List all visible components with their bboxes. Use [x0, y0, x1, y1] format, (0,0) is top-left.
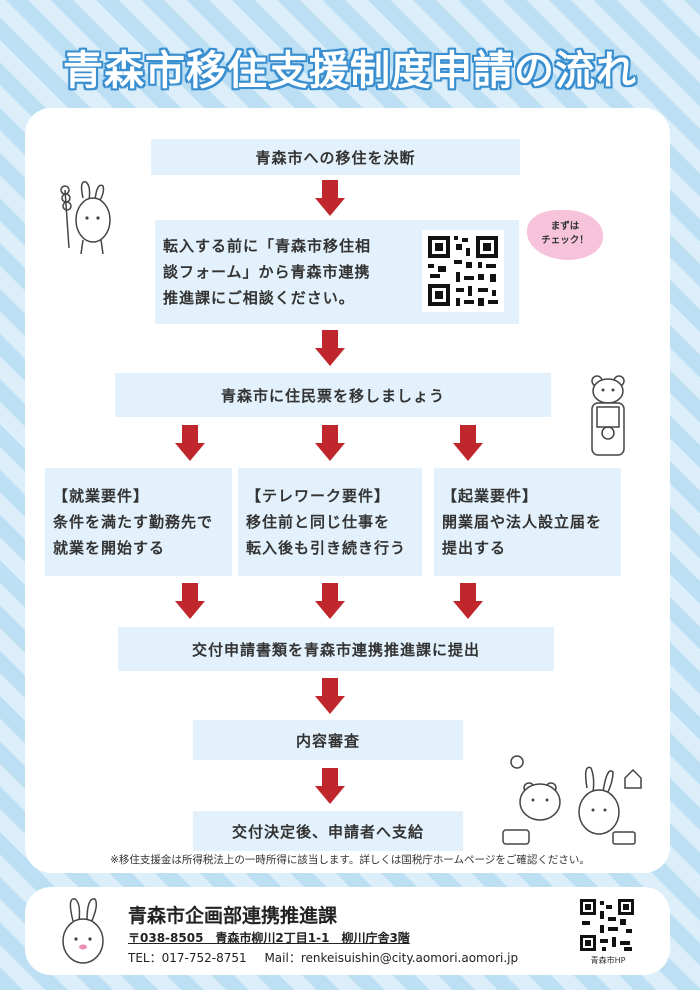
arrow-down-icon [453, 583, 483, 619]
requirement-line: 転入後も引き続き行う [246, 539, 407, 557]
step-review-label: 内容審査 [295, 731, 360, 750]
step-decide-move-label: 青森市への移住を決断 [255, 148, 416, 167]
arrow-down-icon [315, 678, 345, 714]
requirement-employment: 【就業要件】 条件を満たす勤務先で 就業を開始する [45, 468, 232, 576]
step-decide-move: 青森市への移住を決断 [151, 139, 520, 175]
step-move-residence: 青森市に住民票を移しましょう [115, 373, 551, 417]
requirement-line: 条件を満たす勤務先で [53, 513, 214, 531]
page-title: 青森市移住支援制度申請の流れ [63, 48, 637, 94]
step-payment: 交付決定後、申請者へ支給 [193, 811, 463, 851]
arrow-down-icon [315, 768, 345, 804]
requirement-line: 【テレワーク要件】 [246, 487, 391, 505]
requirement-line: 就業を開始する [53, 539, 166, 557]
badge-line: まずは [550, 221, 580, 232]
step-consult-line: 転入する前に「青森市移住相 [163, 237, 372, 255]
requirement-telework: 【テレワーク要件】 移住前と同じ仕事を 転入後も引き続き行う [238, 468, 422, 576]
step-consult-line: 推進課にご相談ください。 [163, 289, 355, 307]
qr-code-icon[interactable] [422, 230, 504, 312]
step-review: 内容審査 [193, 720, 463, 760]
rabbit-mascot-icon [62, 898, 104, 964]
department-address: 〒038-8505 青森市柳川2丁目1-1 柳川庁舎3階 [128, 931, 410, 945]
badge-line: チェック！ [541, 235, 589, 246]
rabbit-mascot-icon [60, 181, 111, 255]
department-name: 青森市企画部連携推進課 [128, 905, 338, 927]
arrow-down-icon [315, 330, 345, 366]
requirement-line: 【就業要件】 [53, 487, 150, 505]
arrow-down-icon [315, 180, 345, 216]
step-submit-application-label: 交付申請書類を青森市連携推進課に提出 [191, 640, 480, 659]
step-submit-application: 交付申請書類を青森市連携推進課に提出 [118, 627, 554, 671]
arrow-down-icon [453, 425, 483, 461]
email-address[interactable]: Mail：renkeisuishin@city.aomori.aomori.jp [264, 951, 519, 965]
requirement-line: 移住前と同じ仕事を [246, 513, 391, 531]
arrow-down-icon [175, 583, 205, 619]
arrow-down-icon [315, 425, 345, 461]
tax-note: ※移住支援金は所得税法上の一時所得に該当します。詳しくは国税庁ホームページをご確… [110, 854, 590, 866]
requirement-line: 【起業要件】 [442, 487, 539, 505]
requirement-line: 提出する [442, 539, 507, 557]
step-consult-line: 談フォーム」から青森市連携 [163, 263, 371, 281]
check-first-badge: まずは チェック！ [527, 210, 603, 260]
requirement-line: 開業届や法人設立届を [442, 513, 603, 531]
step-move-residence-label: 青森市に住民票を移しましょう [220, 386, 445, 405]
arrow-down-icon [315, 583, 345, 619]
qr-code-icon[interactable] [578, 897, 636, 953]
step-payment-label: 交付決定後、申請者へ支給 [231, 822, 424, 841]
mascot-group-icon [502, 755, 642, 845]
city-hp-label: 青森市HP [590, 956, 626, 965]
phone-number: TEL：017-752-8751 [128, 951, 247, 965]
department-contact: TEL：017-752-8751 Mail：renkeisuishin@city… [128, 949, 532, 966]
requirement-startup: 【起業要件】 開業届や法人設立届を 提出する [434, 468, 621, 576]
contact-footer: 青森市企画部連携推進課 〒038-8505 青森市柳川2丁目1-1 柳川庁舎3階… [25, 887, 670, 975]
arrow-down-icon [175, 425, 205, 461]
bear-mascot-icon [591, 375, 625, 456]
